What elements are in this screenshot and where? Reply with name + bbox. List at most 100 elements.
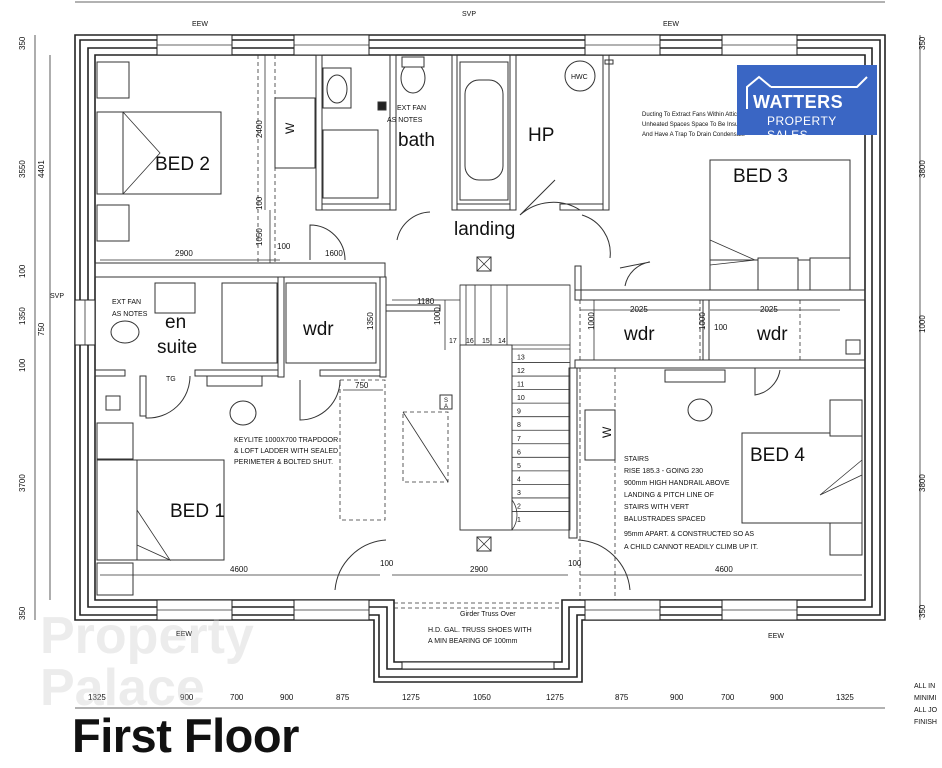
wardrobe-w-2: W	[600, 426, 614, 438]
house-outline-icon	[746, 75, 868, 109]
room-bed1: BED 1	[170, 501, 225, 522]
dimension-label: 1325	[88, 693, 106, 702]
dimension-label: 2900	[175, 249, 193, 258]
dimension-label: 1000	[918, 315, 927, 333]
stair-step-number: 13	[517, 355, 525, 362]
dimension-label: 4600	[715, 565, 733, 574]
light-symbols	[377, 101, 492, 552]
keylite-note-3: PERIMETER & BOLTED SHUT.	[234, 459, 333, 466]
dimension-label: 100	[255, 196, 264, 210]
dimension-label: 100	[277, 242, 291, 251]
stairs-note-4: LANDING & PITCH LINE OF	[624, 492, 714, 499]
plan-title: First Floor	[72, 709, 299, 762]
dimension-label: 875	[336, 693, 350, 702]
stairs-note-5: STAIRS WITH VERT	[624, 504, 690, 511]
dimension-label: 100	[18, 264, 27, 278]
stair-step-number: 9	[517, 409, 521, 416]
windows	[74, 34, 798, 670]
room-ensuite-2: suite	[157, 337, 197, 358]
room-wdr-2: wdr	[623, 324, 655, 345]
stair-step-number: 2	[517, 503, 521, 510]
ext-fan-ens-1: EXT FAN	[112, 299, 141, 306]
room-bath: bath	[398, 130, 435, 151]
stair-top-number: 16	[466, 338, 474, 345]
dimension-label: 700	[721, 693, 735, 702]
stairs-note-2: RISE 185.3 - GOING 230	[624, 468, 703, 475]
dimension-label: 1275	[546, 693, 564, 702]
stair-step-number: 5	[517, 463, 521, 470]
room-ensuite-1: en	[165, 312, 186, 333]
dimension-label: 2400	[255, 120, 264, 138]
sa-label-2: A	[444, 404, 448, 410]
dimension-label: 100	[18, 358, 27, 372]
dimension-label: 3800	[918, 160, 927, 178]
stair-step-number: 1	[517, 517, 521, 524]
svp-left: SVP	[50, 293, 64, 300]
dimension-label: 3550	[18, 160, 27, 178]
tg-label: TG	[166, 376, 176, 383]
dimension-label: 1325	[836, 693, 854, 702]
dimension-label: 1050	[473, 693, 491, 702]
dimension-label: 100	[380, 559, 394, 568]
girder-note: Girder Truss Over	[460, 611, 516, 618]
eew-top-left: EEW	[192, 21, 208, 28]
staircase	[459, 284, 571, 531]
hwc-label: HWC	[571, 74, 588, 81]
dimension-label: 2025	[760, 305, 778, 314]
ducting-note-2: Unheated Spaces Space To Be Insulated	[642, 122, 751, 128]
watermark-line-2: Palace	[40, 659, 205, 717]
eew-bottom-right: EEW	[768, 633, 784, 640]
dimension-label: 1350	[18, 307, 27, 325]
dimension-label: 3800	[918, 474, 927, 492]
general-note-1: ALL IN	[914, 683, 935, 690]
sa-label-1: S	[444, 398, 448, 404]
dimension-lines	[34, 35, 921, 709]
agency-logo: WATTERS PROPERTY SALES	[737, 65, 877, 142]
dimension-label: 1000	[433, 307, 442, 325]
dimension-label: 350	[918, 604, 927, 618]
internal-walls	[94, 54, 866, 539]
room-wdr-3: wdr	[756, 324, 788, 345]
truss-note-1: H.D. GAL. TRUSS SHOES WITH	[428, 627, 532, 634]
dimension-label: 1350	[366, 312, 375, 330]
dimension-label: 900	[770, 693, 784, 702]
dimension-label: 1000	[587, 312, 596, 330]
dimension-label: 875	[615, 693, 629, 702]
keylite-note-2: & LOFT LADDER WITH SEALED	[234, 448, 338, 455]
dimension-label: 900	[180, 693, 194, 702]
general-note-4: FINISH	[914, 719, 937, 726]
ext-fan-ens-2: AS NOTES	[112, 311, 148, 318]
dimension-label: 750	[37, 322, 46, 336]
stair-top-number: 14	[498, 338, 506, 345]
dimension-label: 1600	[325, 249, 343, 258]
stairs-note-1: STAIRS	[624, 456, 649, 463]
dimension-label: 4401	[37, 160, 46, 178]
watermark: Property Palace	[40, 610, 254, 714]
truss-note-2: A MIN BEARING OF 100mm	[428, 638, 518, 645]
dimension-label: 100	[568, 559, 582, 568]
dimension-label: 350	[918, 36, 927, 50]
room-hp: HP	[528, 125, 554, 146]
dimension-label: 350	[18, 36, 27, 50]
dimension-label: 2900	[470, 565, 488, 574]
dimension-label: 350	[18, 606, 27, 620]
room-landing: landing	[454, 219, 515, 240]
watermark-line-1: Property	[40, 607, 254, 665]
stairs-note-3: 900mm HIGH HANDRAIL ABOVE	[624, 480, 730, 487]
room-bed2: BED 2	[155, 154, 210, 175]
dimension-label: 1275	[402, 693, 420, 702]
stair-step-number: 7	[517, 436, 521, 443]
wardrobe-w-1: W	[283, 122, 297, 134]
dimension-label: 1180	[417, 297, 435, 306]
stair-step-number: 10	[517, 395, 525, 402]
svp-top: SVP	[462, 11, 476, 18]
room-wdr-1: wdr	[302, 319, 334, 340]
stairs-note-8: A CHILD CANNOT READILY CLIMB UP IT.	[624, 544, 758, 551]
stairs-note-7: 95mm APART. & CONSTRUCTED SO AS	[624, 531, 754, 538]
furniture	[96, 55, 863, 600]
stair-step-number: 12	[517, 368, 525, 375]
dimension-label: 700	[230, 693, 244, 702]
keylite-note-1: KEYLITE 1000X700 TRAPDOOR	[234, 437, 338, 444]
